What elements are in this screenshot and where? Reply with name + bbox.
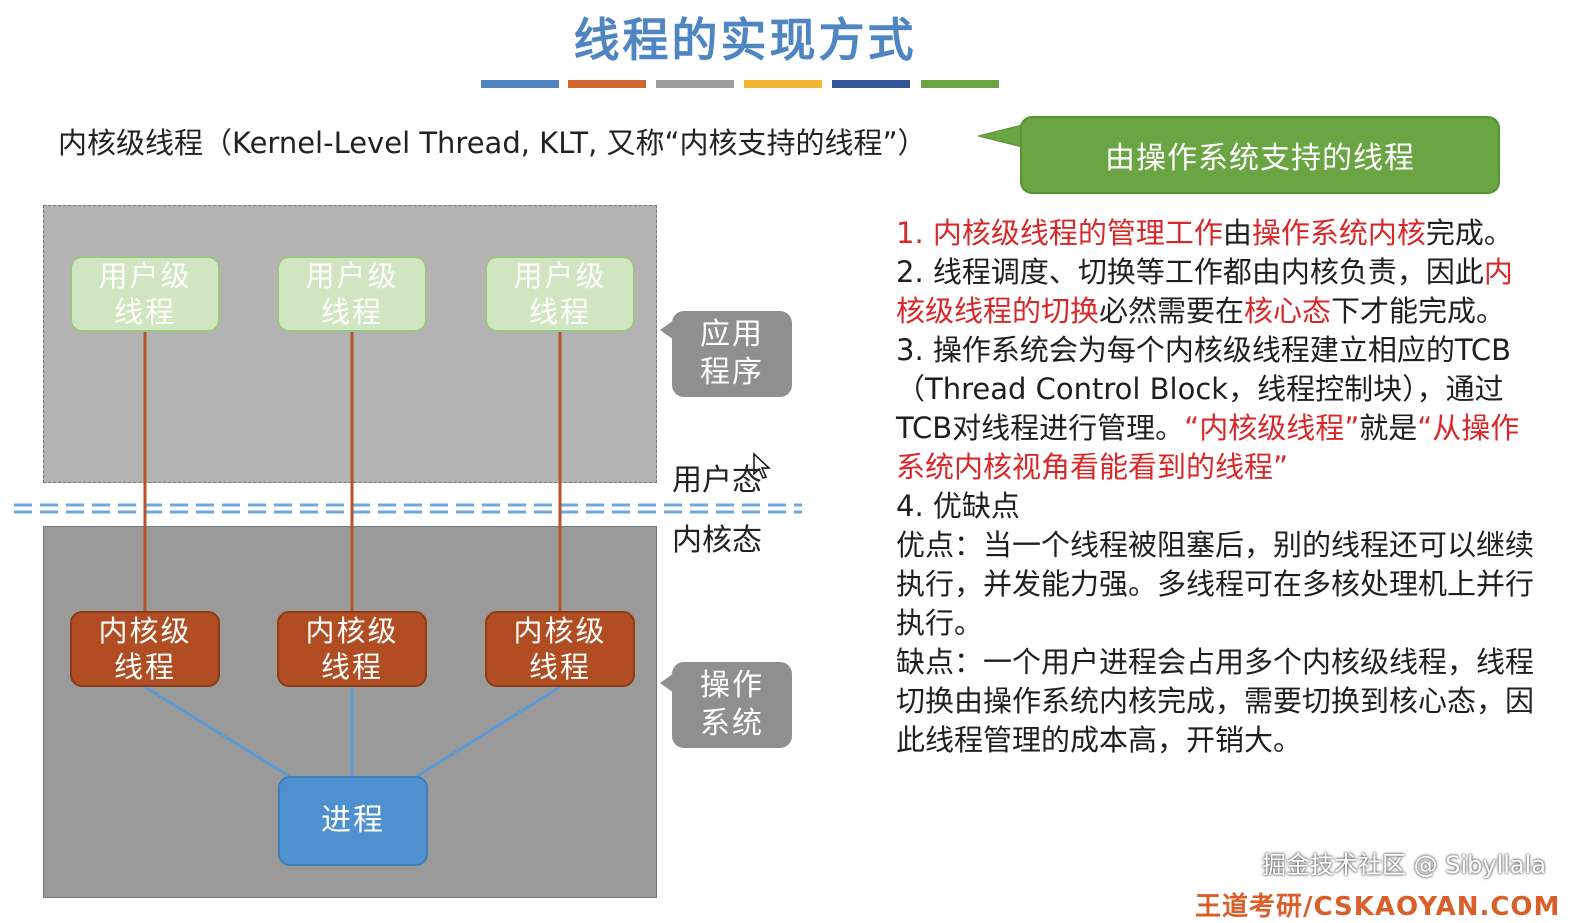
- user-thread-label-line1: 用户级: [513, 259, 607, 293]
- point-3-text-c: 就是: [1359, 411, 1418, 445]
- kernel-thread-1: 内核级线程: [70, 611, 220, 687]
- site-watermark: 王道考研/CSKAOYAN.COM: [1195, 892, 1561, 922]
- kernel-thread-label-line2: 线程: [113, 650, 176, 684]
- app-tag-line1: 应用: [700, 317, 764, 352]
- point-1-highlight-a: 1. 内核级线程的管理工作: [896, 216, 1223, 250]
- user-thread-label-line2: 线程: [320, 295, 383, 329]
- point-4-cons: 缺点：一个用户进程会占用多个内核级线程，线程切换由操作系统内核完成，需要切换到核…: [896, 645, 1535, 757]
- user-thread-2: 用户级线程: [277, 256, 427, 332]
- color-bar-segment-3: [656, 80, 734, 88]
- diagram-links: [143, 332, 562, 780]
- color-bar-segment-4: [744, 80, 822, 88]
- kernel-thread-label-line1: 内核级: [513, 614, 607, 648]
- point-2-highlight-b: 内核级线程的切换: [896, 255, 1513, 328]
- color-bar-segment-1: [481, 80, 559, 88]
- kernel-mode-label: 内核态: [672, 523, 762, 558]
- point-1-highlight-c: 操作系统内核: [1251, 216, 1426, 250]
- user-thread-label-line2: 线程: [113, 295, 176, 329]
- credit-watermark: 掘金技术社区 @ Sibyllala: [1262, 851, 1547, 879]
- kernel-thread-2: 内核级线程: [277, 611, 427, 687]
- point-2-text-c: 必然需要在: [1099, 294, 1245, 328]
- point-3-highlight-b: “内核级线程”: [1184, 411, 1360, 445]
- point-1-text-b: 由: [1222, 216, 1252, 250]
- kernel-thread-label-line1: 内核级: [98, 614, 192, 648]
- user-mode-label: 用户态: [672, 463, 762, 498]
- explanation-points: 1. 内核级线程的管理工作由操作系统内核完成。 2. 线程调度、切换等工作都由内…: [896, 214, 1536, 760]
- user-thread-1: 用户级线程: [70, 256, 220, 332]
- point-4-pros: 优点：当一个线程被阻塞后，别的线程还可以继续执行，并发能力强。多线程可在多核处理…: [896, 528, 1535, 640]
- user-thread-label-line1: 用户级: [98, 259, 192, 293]
- color-bar-segment-5: [832, 80, 910, 88]
- point-2-highlight-d: 核心态: [1244, 294, 1332, 328]
- point-3-highlight-d: “从操作系统内核视角看能看到的线程”: [896, 411, 1520, 484]
- color-bar-segment-2: [568, 80, 646, 88]
- point-2-text-a: 2. 线程调度、切换等工作都由内核负责，因此: [896, 255, 1484, 289]
- slide-title: 线程的实现方式: [573, 13, 917, 67]
- point-1-text-d: 完成。: [1425, 216, 1513, 250]
- kernel-thread-3: 内核级线程: [485, 611, 635, 687]
- os-tag-notch: [660, 673, 674, 693]
- point-3-text-a: 3. 操作系统会为每个内核级线程建立相应的TCB（Thread Control …: [896, 333, 1512, 445]
- klt-heading: 内核级线程（Kernel-Level Thread, KLT, 又称“内核支持的…: [58, 126, 927, 160]
- process-node: 进程: [278, 776, 428, 866]
- app-tag-notch: [660, 320, 674, 340]
- link-klt1-process: [144, 685, 293, 780]
- callout-box: 由操作系统支持的线程: [1020, 116, 1500, 194]
- operating-system-tag: 操作系统: [672, 662, 792, 748]
- user-thread-3: 用户级线程: [485, 256, 635, 332]
- app-tag-line2: 程序: [700, 355, 764, 390]
- os-tag-line2: 系统: [700, 706, 764, 741]
- color-bar-segment-6: [921, 80, 999, 88]
- kernel-thread-label-line2: 线程: [528, 650, 591, 684]
- kernel-thread-label-line2: 线程: [320, 650, 383, 684]
- user-thread-label-line1: 用户级: [305, 259, 399, 293]
- kernel-thread-label-line1: 内核级: [305, 614, 399, 648]
- mouse-cursor-icon: [753, 452, 771, 479]
- user-thread-label-line2: 线程: [528, 295, 591, 329]
- application-tag: 应用程序: [672, 311, 792, 397]
- point-2: 2. 线程调度、切换等工作都由内核负责，因此内核级线程的切换必然需要在核心态下才…: [896, 253, 1536, 331]
- point-2-text-e: 下才能完成。: [1331, 294, 1506, 328]
- point-3: 3. 操作系统会为每个内核级线程建立相应的TCB（Thread Control …: [896, 331, 1536, 487]
- point-1: 1. 内核级线程的管理工作由操作系统内核完成。: [896, 214, 1536, 253]
- link-klt3-process: [413, 685, 561, 780]
- os-tag-line1: 操作: [700, 668, 764, 703]
- point-4-title: 4. 优缺点: [896, 489, 1020, 523]
